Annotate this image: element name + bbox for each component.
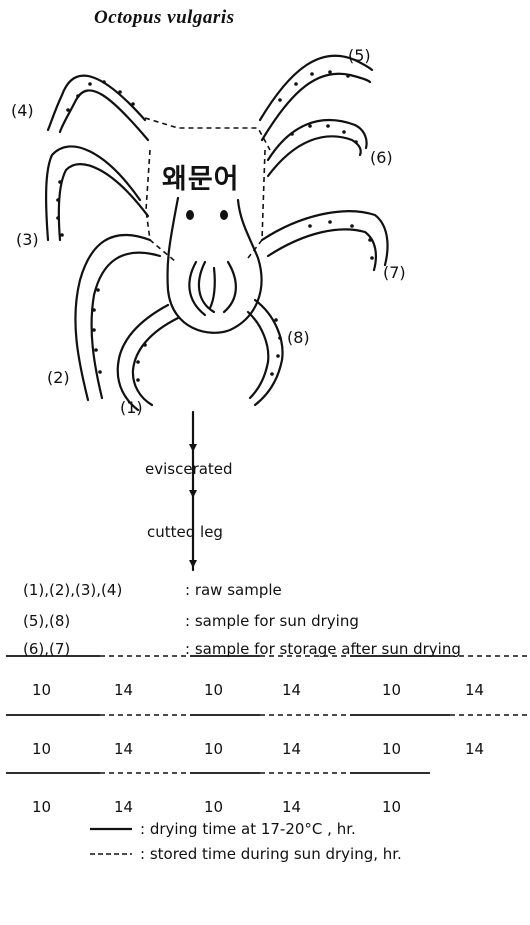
assignment-desc-1: : raw sample bbox=[185, 583, 282, 598]
schedule-r3-c2: 14 bbox=[114, 800, 133, 815]
schedule-r2-c2: 14 bbox=[114, 742, 133, 757]
leg-label-8: (8) bbox=[287, 330, 310, 346]
schedule-r2-c4: 14 bbox=[282, 742, 301, 757]
schedule-r1-c3: 10 bbox=[204, 683, 223, 698]
arm-5-inner bbox=[262, 74, 370, 140]
octopus-eye-left bbox=[186, 210, 194, 220]
legend-solid-text: : drying time at 17-20°C , hr. bbox=[140, 822, 356, 837]
arm-3-inner bbox=[59, 164, 148, 240]
schedule-r1-c6: 14 bbox=[465, 683, 484, 698]
cut-line-top bbox=[145, 118, 270, 150]
leg-label-5: (5) bbox=[348, 48, 371, 64]
schedule-r3-c3: 10 bbox=[204, 800, 223, 815]
leg-label-6: (6) bbox=[370, 150, 393, 166]
arm-7-inner bbox=[268, 229, 376, 270]
assignment-legs-3: (6),(7) bbox=[23, 642, 70, 657]
flow-arrowhead-3 bbox=[189, 560, 197, 568]
arm-2-outer bbox=[75, 235, 150, 400]
korean-species-name: 왜문어 bbox=[162, 157, 240, 196]
schedule-r2-c1: 10 bbox=[32, 742, 51, 757]
arm-5-outer bbox=[260, 56, 372, 120]
schedule-r1-c4: 14 bbox=[282, 683, 301, 698]
flow-arrowhead-2 bbox=[189, 490, 197, 498]
schedule-r2-c3: 10 bbox=[204, 742, 223, 757]
mantle-fold-3 bbox=[224, 262, 236, 312]
assignment-legs-1: (1),(2),(3),(4) bbox=[23, 583, 122, 598]
assignment-legs-2: (5),(8) bbox=[23, 614, 70, 629]
leg-label-4: (4) bbox=[11, 103, 34, 119]
arm-4-outer bbox=[48, 76, 145, 130]
arm-4-inner bbox=[60, 90, 148, 140]
arm-2-inner bbox=[92, 253, 160, 398]
leg-label-1: (1) bbox=[120, 400, 143, 416]
legend-dashed-text: : stored time during sun drying, hr. bbox=[140, 847, 402, 862]
schedule-r1-c1: 10 bbox=[32, 683, 51, 698]
arm-8-inner bbox=[248, 312, 268, 398]
leg-label-7: (7) bbox=[383, 265, 406, 281]
schedule-r3-c1: 10 bbox=[32, 800, 51, 815]
schedule-r2-c5: 10 bbox=[382, 742, 401, 757]
schedule-r1-c2: 14 bbox=[114, 683, 133, 698]
assignment-desc-3: : sample for storage after sun drying bbox=[185, 642, 461, 657]
schedule-r1-c5: 10 bbox=[382, 683, 401, 698]
leg-label-3: (3) bbox=[16, 232, 39, 248]
arm-7-outer bbox=[262, 211, 388, 265]
flow-step-cutted-leg: cutted leg bbox=[147, 525, 223, 540]
schedule-r2-c6: 14 bbox=[465, 742, 484, 757]
flow-step-eviscerated: eviscerated bbox=[145, 462, 233, 477]
mantle-fold-4 bbox=[210, 268, 215, 308]
arm-1-outer bbox=[118, 305, 168, 410]
schedule-r3-c5: 10 bbox=[382, 800, 401, 815]
flow-arrowhead-1 bbox=[189, 444, 197, 452]
octopus-eye-right bbox=[220, 210, 228, 220]
schedule-r3-c4: 14 bbox=[282, 800, 301, 815]
leg-label-2: (2) bbox=[47, 370, 70, 386]
assignment-desc-2: : sample for sun drying bbox=[185, 614, 359, 629]
